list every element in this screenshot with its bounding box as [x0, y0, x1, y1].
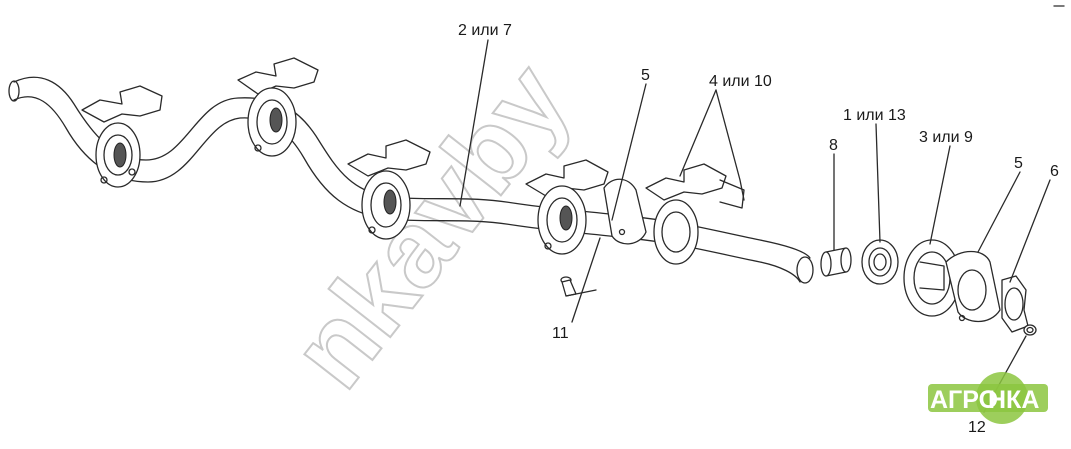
callout-11: 11: [552, 325, 569, 342]
callout-8: 8: [829, 137, 838, 154]
gasket: [1001, 275, 1029, 333]
flange-plate: [945, 250, 1001, 323]
bearing-housing: [347, 139, 431, 240]
callout-1-or-13: 1 или 13: [843, 107, 906, 124]
callout-6: 6: [1050, 163, 1059, 180]
callout-5-left: 5: [641, 67, 650, 84]
nut: [1023, 324, 1037, 336]
ball-bearing: [861, 239, 899, 285]
bearing-housing: [237, 57, 319, 157]
agronka-logo: АГРО НКА: [928, 372, 1048, 424]
bearing-housing: [645, 163, 745, 265]
bushing: [820, 247, 852, 277]
callout-12: 12: [968, 419, 986, 436]
callout-3-or-9: 3 или 9: [919, 129, 973, 146]
logo-right-text: НКА: [988, 386, 1039, 414]
callout-4-or-10: 4 или 10: [709, 73, 772, 90]
bearing-housing: [525, 159, 609, 255]
bolt: [560, 276, 597, 297]
logo-left-text: АГРО: [930, 386, 998, 414]
callout-5-right: 5: [1014, 155, 1023, 172]
callout-2-or-7: 2 или 7: [458, 22, 512, 39]
bearing-housing: [81, 85, 163, 188]
flange-plate: [603, 178, 647, 245]
